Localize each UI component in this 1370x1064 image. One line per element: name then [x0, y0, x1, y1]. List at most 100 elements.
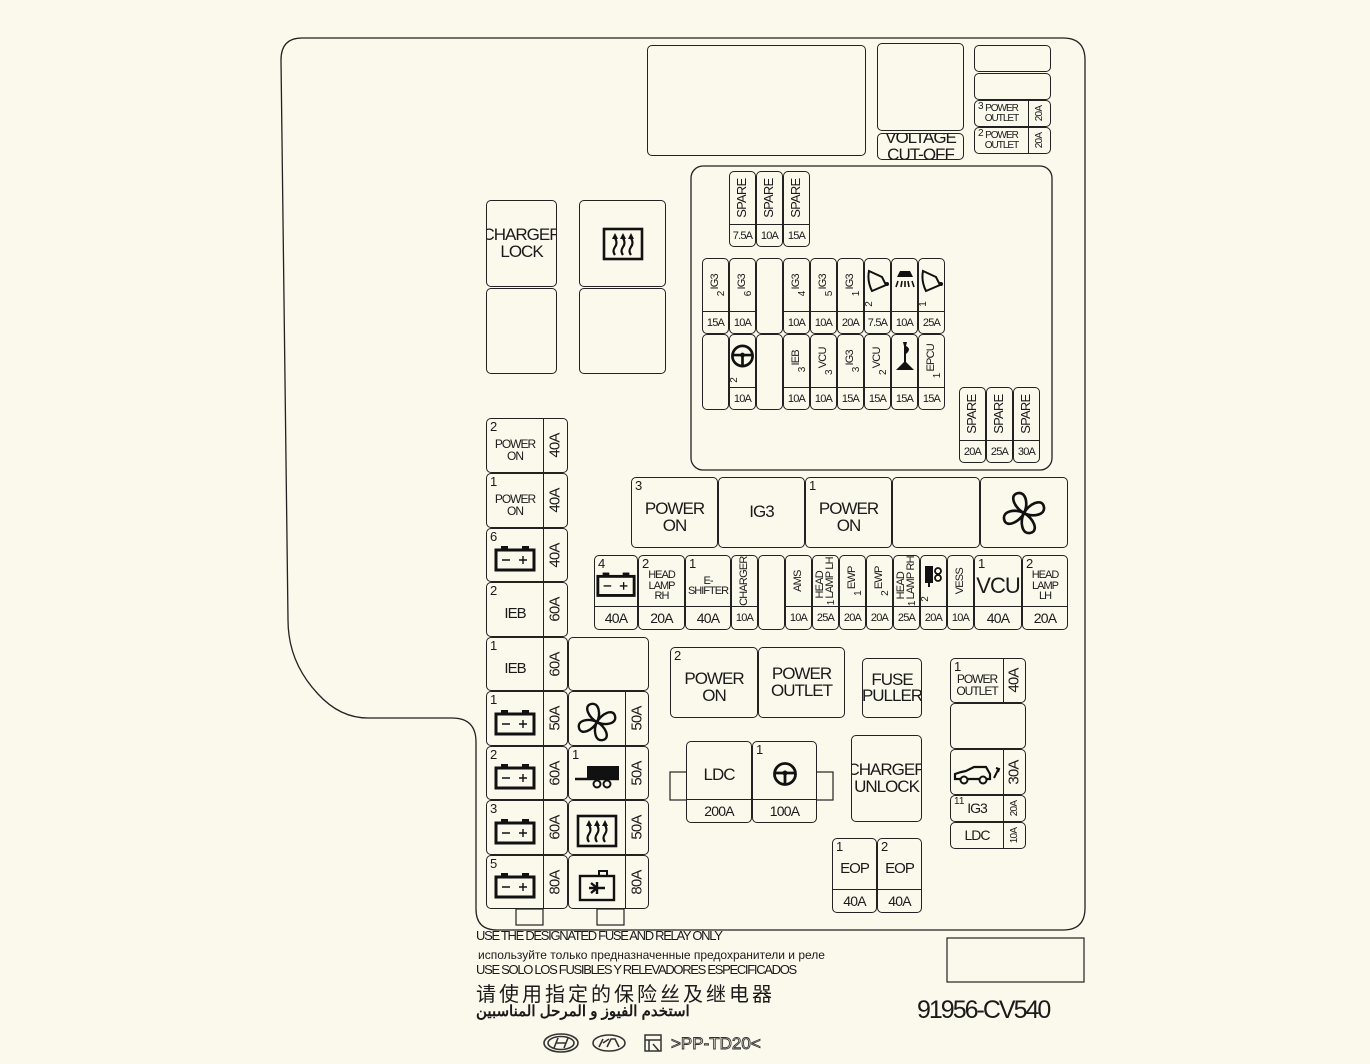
logo-row: >PP-TD20<	[541, 1031, 821, 1060]
fuse-body: SPARE	[987, 388, 1012, 440]
fuse-number: 2	[978, 128, 984, 139]
fuse-label: LDC	[964, 826, 990, 843]
fuse-body: 4	[595, 556, 637, 606]
fuse-number: 4	[598, 556, 606, 571]
fuse-body	[648, 46, 865, 155]
fuse-label: FUSE PULLER	[862, 669, 922, 705]
fuse-number: 1	[689, 556, 697, 571]
fuse-rating: 25A	[813, 606, 838, 629]
steering-icon	[730, 339, 755, 373]
fuse-label-rotated: SPARE	[730, 172, 754, 224]
fuse-number: 3	[635, 478, 643, 493]
fuse-label: HEAD LAMP RH	[648, 569, 676, 603]
fan-icon	[569, 698, 625, 745]
fuse-rating: 50A	[625, 747, 648, 799]
fuse-label: SPARE	[991, 394, 1007, 434]
kia-logo	[592, 1034, 626, 1052]
fuse-label: VCU	[870, 347, 883, 369]
fuse-label: E- SHIFTER	[687, 574, 729, 597]
fuse-body: 2	[865, 259, 890, 311]
fuse-label-rotated: AMS	[786, 556, 810, 606]
fuse-rating: 80A	[543, 856, 567, 908]
fuse-rating: 40A	[543, 474, 567, 527]
rating-text: 80A	[628, 869, 646, 895]
fuse-r1c8: 10A	[891, 258, 918, 334]
fuse-label: VESS	[953, 567, 966, 595]
notice-english: USE THE DESIGNATED FUSE AND RELAY ONLY	[476, 928, 723, 943]
fuse-rating: 20A	[1028, 101, 1050, 126]
fuse-label: POWER OUTLET	[956, 672, 998, 698]
car-tailgate-icon	[951, 756, 1003, 794]
battery-icon	[595, 562, 637, 606]
rating-text: 30A	[1006, 759, 1024, 785]
fuse-number: 1	[490, 474, 498, 489]
fuse-label: POWER ON	[818, 499, 879, 535]
fuse-rating: 40A	[833, 889, 876, 912]
fuse-number: 2	[1026, 556, 1034, 571]
rating-text: 60A	[547, 597, 565, 622]
fuse-number: 2	[881, 839, 889, 854]
fuse-rating: 20A	[1003, 796, 1025, 821]
fuse-body: 2	[487, 747, 543, 799]
notice-spanish: USE SOLO LOS FUSIBLES Y RELEVADORES ESPE…	[476, 962, 797, 977]
fuse-body	[975, 46, 1028, 71]
rating-text: 60A	[547, 760, 565, 786]
fuse-rating: 25A	[987, 440, 1012, 462]
fuse-number: 1	[490, 692, 498, 707]
fuse-rating: 20A	[921, 606, 946, 629]
washer-icon	[892, 263, 917, 297]
fuse-rating: 15A	[784, 224, 809, 246]
label-blank-box	[946, 937, 1085, 983]
fuse-label-rotated: CHARGER	[732, 556, 756, 606]
fuse-body: 2	[730, 335, 755, 387]
fuse-rating: 40A	[543, 419, 567, 472]
relay-defrost-relay	[579, 200, 666, 287]
fuse-number: 6	[490, 529, 498, 544]
fuse-body: 3	[487, 801, 543, 854]
relay-hv-relay	[877, 43, 964, 131]
fuse-rating: 10A	[948, 606, 973, 629]
battery-icon	[487, 698, 543, 745]
fuse-rating: 15A	[919, 387, 944, 409]
relay-top-big	[647, 45, 866, 156]
fuse-rating: 60A	[543, 583, 567, 636]
fuse-body: AMS	[786, 556, 811, 606]
fuse-number: 5	[824, 291, 836, 297]
relay-charger-lock: CHARGER LOCK	[486, 200, 557, 287]
fuse-rating: 20A	[639, 606, 684, 629]
rating-text: 40A	[547, 433, 565, 458]
fuse-label: IG3	[967, 799, 988, 816]
fuse-rating: 10A	[811, 311, 836, 333]
fuse-body	[981, 478, 1067, 547]
genesis-logo	[644, 1034, 662, 1052]
